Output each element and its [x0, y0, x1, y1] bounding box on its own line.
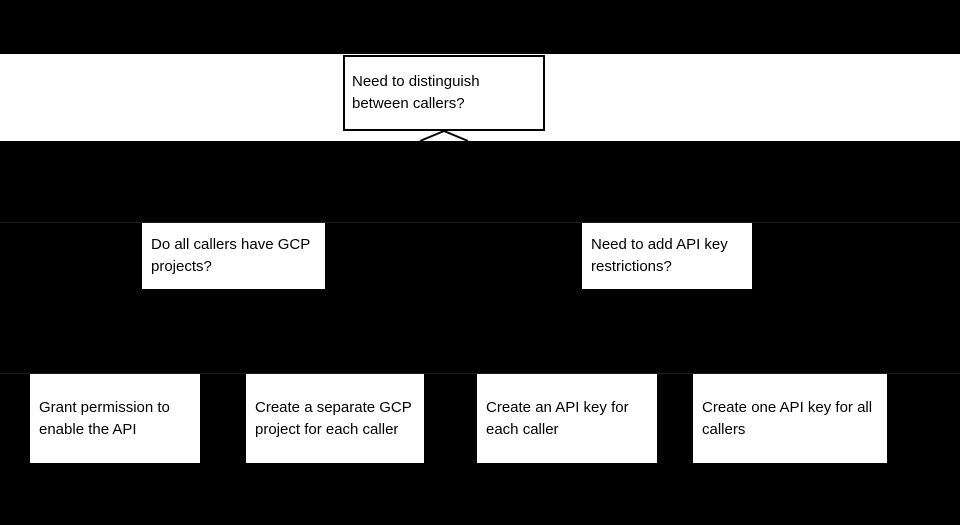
action-node-label: Create an API key for each caller	[486, 398, 629, 438]
decision-node-gcp-projects: Do all callers have GCP projects?	[142, 223, 325, 289]
action-node-label: Create one API key for all callers	[702, 398, 873, 438]
decision-node-label: Do all callers have GCP projects?	[151, 236, 310, 275]
branch-connector-chevron-icon	[419, 130, 469, 142]
decision-node-api-key-restrictions: Need to add API key restrictions?	[582, 223, 752, 289]
action-node-api-key-each-caller: Create an API key for each caller	[477, 374, 657, 463]
action-node-one-api-key-all-callers: Create one API key for all callers	[693, 374, 887, 463]
action-node-separate-gcp-project: Create a separate GCP project for each c…	[246, 374, 424, 463]
decision-node-label: Need to add API key restrictions?	[591, 236, 728, 275]
row-divider-line	[0, 222, 960, 223]
row-divider-line	[0, 373, 960, 374]
action-node-label: Grant permission to enable the API	[39, 398, 170, 438]
decision-node-distinguish-callers: Need to distinguish between callers?	[343, 55, 545, 131]
decision-node-label: Need to distinguish between callers?	[352, 73, 480, 112]
action-node-label: Create a separate GCP project for each c…	[255, 398, 412, 438]
action-node-grant-permission: Grant permission to enable the API	[30, 374, 200, 463]
